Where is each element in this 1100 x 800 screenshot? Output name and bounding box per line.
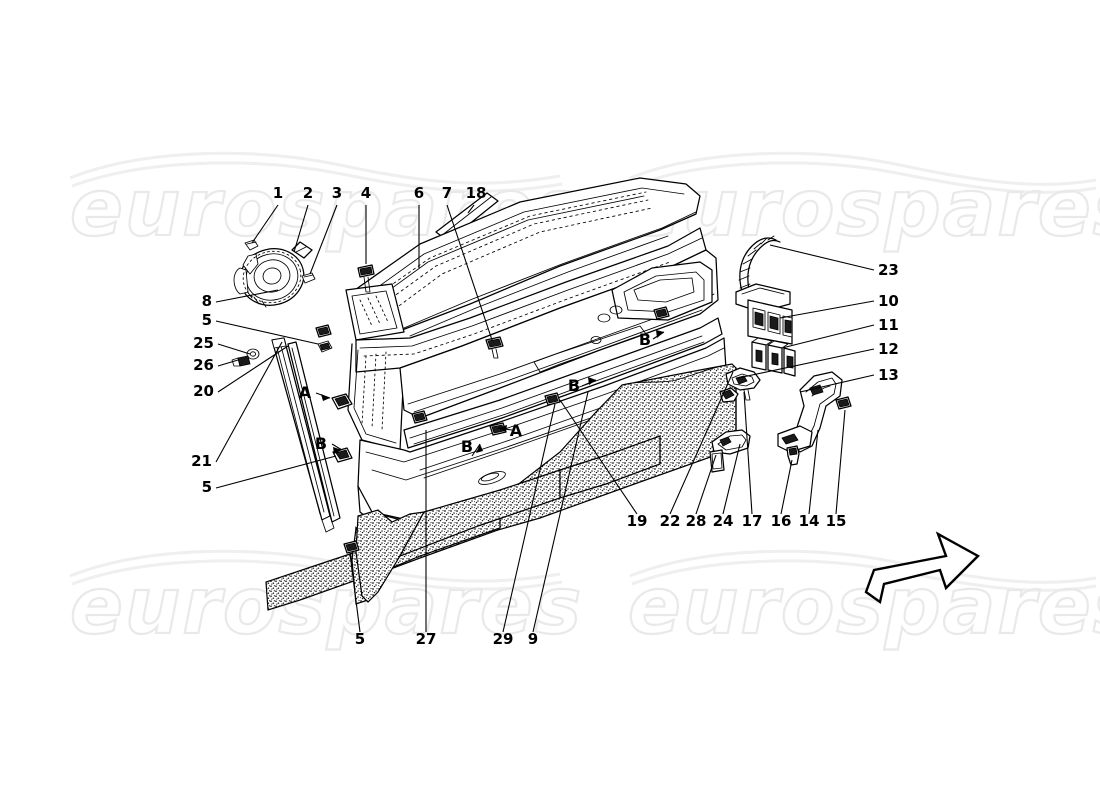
watermark-text: eurospares [628,562,1100,652]
clip-28 [709,449,725,473]
callout-number: 8 [202,292,212,310]
trim-fastener-26 [231,355,251,367]
callout-number: 29 [493,630,514,648]
forward-direction-arrow [864,531,980,605]
callout-number: 26 [193,356,214,374]
callout-number: 23 [878,261,899,279]
panel-fastener-22-top [544,392,561,406]
callout-number: 4 [361,184,371,202]
callout-number: 5 [202,311,212,329]
section-letter: B [568,376,580,395]
callout-number: 3 [332,184,342,202]
section-letter: A [299,383,312,402]
callout-number: 5 [202,478,212,496]
speaker-screw-1 [244,239,259,251]
callout-number: 27 [416,630,437,648]
panel-fastener-b-mid [411,410,428,424]
leader-lines [215,204,875,633]
watermark-text: eurospares [628,164,1100,254]
callout-number: 18 [466,184,487,202]
panel-fastener-4 [357,264,375,293]
callout-number: 14 [799,512,820,530]
panel-fastener-7 [485,336,504,359]
trim-clip-a-left [331,393,353,410]
panel-fastener-b-right [653,306,670,320]
panel-fastener-a-mid [489,422,507,436]
section-letter: B [315,434,327,453]
callout-number: 2 [303,184,313,202]
door-pull-screw-16 [786,445,800,466]
window-switch-panel [747,299,793,345]
speaker-screw-3 [301,272,316,284]
callout-number: 1 [273,184,283,202]
panel-fastener-5-midleft [315,324,332,338]
trim-fastener-8 [317,340,333,353]
callout-number: 19 [627,512,648,530]
watermark-group: eurospares eurospares eurospares eurospa… [69,151,1100,653]
callout-number: 12 [878,340,899,358]
callout-labels: 1 2 3 4 6 7 18 8 5 25 26 20 21 5 23 10 1… [191,184,899,648]
callout-number: 7 [442,184,452,202]
section-letter: A [510,421,523,440]
callout-number: 24 [713,512,734,530]
door-window-frame-assembly [345,177,707,451]
watermark-bottom-right: eurospares [627,549,1100,653]
door-trim-rail-21 [287,341,341,523]
callout-number: 6 [414,184,424,202]
callout-number: 9 [528,630,538,648]
callout-number: 20 [193,382,214,400]
section-letter: B [461,437,473,456]
callout-number: 21 [191,452,212,470]
callout-number: 10 [878,292,899,310]
trim-fastener-25 [246,348,260,360]
callout-number: 13 [878,366,899,384]
door-pull-screw-15 [835,396,852,410]
callout-number: 28 [686,512,707,530]
door-speaker-assembly [233,248,305,308]
speaker-mounting-bracket [291,241,313,259]
section-letter: B [639,330,651,349]
callout-number: 5 [355,630,365,648]
callout-number: 25 [193,334,214,352]
callout-number: 15 [826,512,847,530]
callout-number: 17 [742,512,763,530]
watermark-top-right: eurospares [627,151,1100,255]
section-arrowheads [321,330,664,454]
carpet-trim-panel-long-strip [398,435,661,558]
panel-fastener-left-low [343,540,360,563]
callout-number: 16 [771,512,792,530]
switch-buttons-group [751,337,796,377]
callout-number: 11 [878,316,899,334]
callout-number: 22 [660,512,681,530]
